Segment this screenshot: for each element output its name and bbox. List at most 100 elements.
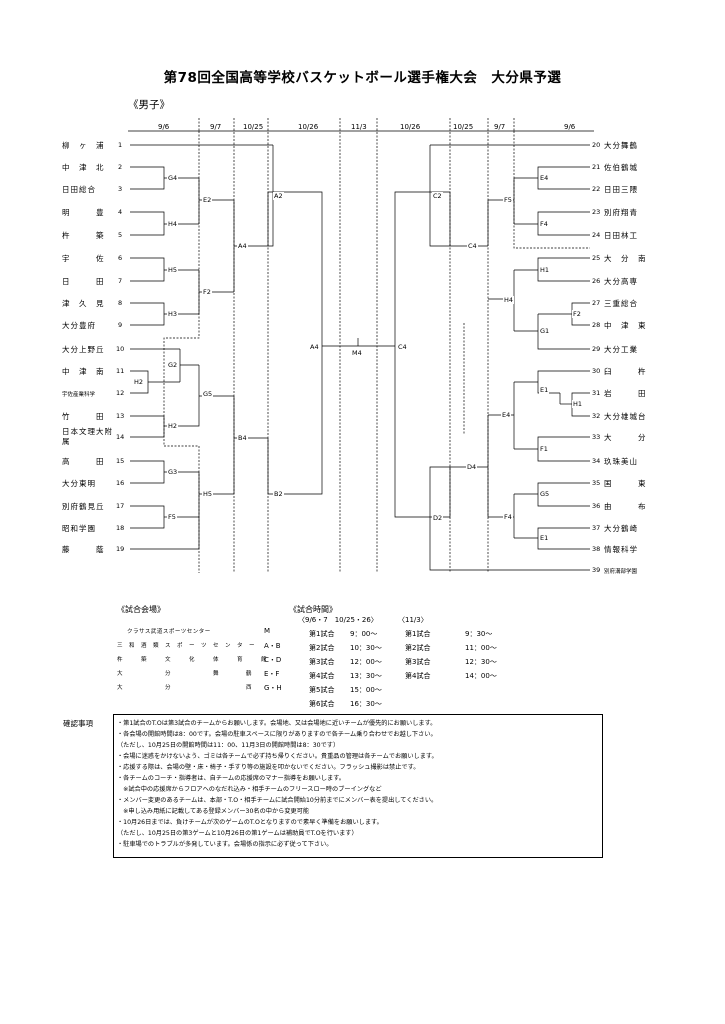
- seed-number: 24: [592, 231, 601, 239]
- team-name: 宇佐産業科学: [62, 392, 96, 398]
- session-time: 10：30～: [350, 644, 382, 652]
- game-code: F4: [503, 513, 513, 521]
- seed-number: 34: [592, 457, 601, 465]
- venue-name: クラサス武道スポーツセンター: [127, 629, 211, 635]
- game-code: B4: [237, 434, 248, 442]
- times-header: 〈11/3〉: [398, 616, 428, 624]
- game-code: H5: [202, 490, 214, 498]
- game-code: H2: [133, 378, 145, 386]
- date-header: 9/7: [210, 123, 222, 131]
- session-time: 16：30～: [350, 700, 382, 708]
- seed-number: 27: [592, 299, 601, 307]
- game-code: E1: [539, 386, 550, 394]
- game-code: E4: [501, 411, 512, 419]
- seed-number: 33: [592, 433, 601, 441]
- seed-number: 17: [116, 502, 125, 510]
- session-time: 12：00～: [350, 658, 382, 666]
- team-name: 大分高専: [604, 277, 638, 286]
- date-header: 9/6: [564, 123, 576, 131]
- seed-number: 6: [118, 254, 123, 262]
- session-label: 第1試合: [405, 630, 431, 638]
- venue-name: 杵 築 文 化 体 育 館: [117, 657, 268, 663]
- seed-number: 30: [592, 367, 601, 375]
- game-code: M4: [351, 349, 363, 357]
- game-code: A4: [309, 343, 320, 351]
- session-time: 9：00～: [350, 630, 378, 638]
- note-line: ・メンバー変更のあるチームは、本部・T.O・相手チームに試合開始10分前までにメ…: [117, 797, 438, 804]
- team-name: 大分舞鶴: [604, 141, 638, 150]
- team-name: 中 津 北: [62, 163, 105, 172]
- seed-number: 22: [592, 185, 601, 193]
- game-code: F1: [539, 445, 549, 453]
- game-code: G4: [167, 174, 179, 182]
- team-name: 中 津 東: [604, 321, 647, 330]
- game-code: G5: [202, 390, 214, 398]
- team-name: 大分工業: [604, 345, 638, 354]
- date-header: 11/3: [351, 123, 367, 131]
- seed-number: 10: [116, 345, 125, 353]
- team-name: 日田三隈: [604, 185, 638, 194]
- seed-number: 31: [592, 389, 601, 397]
- session-time: 9：30～: [465, 630, 493, 638]
- seed-number: 4: [118, 208, 123, 216]
- seed-number: 11: [116, 367, 125, 375]
- date-header: 10/25: [243, 123, 264, 131]
- date-header: 9/7: [494, 123, 506, 131]
- venue-code: M: [264, 627, 271, 635]
- seed-number: 7: [118, 277, 123, 285]
- team-name: 昭和学園: [62, 524, 96, 533]
- team-name: 別府翔青: [604, 208, 638, 217]
- session-time: 15：00～: [350, 686, 382, 694]
- venue-name: 大 分: [117, 685, 172, 691]
- date-header: 10/26: [400, 123, 421, 131]
- session-label: 第4試合: [309, 672, 335, 680]
- game-code: H4: [503, 296, 515, 304]
- times-header: 〈9/6・7 10/25・26〉: [298, 616, 378, 624]
- note-line: ・各チームのコーチ・指導者は、自チームの応援席のマナー指導をお願いします。: [117, 775, 345, 782]
- seed-number: 28: [592, 321, 601, 329]
- game-code: G3: [167, 468, 179, 476]
- note-line: ・駐車場でのトラブルが多発しています。会場係の指示に必ず従って下さい。: [117, 841, 333, 848]
- team-name: 大分鶴崎: [604, 524, 638, 533]
- team-name: 三重総合: [604, 299, 638, 308]
- game-code: C4: [467, 242, 478, 250]
- team-name: 佐伯鶴城: [604, 163, 638, 172]
- game-code: F2: [202, 288, 212, 296]
- team-name: 別府鶴見丘: [62, 502, 105, 511]
- team-name: 津 久 見: [62, 299, 105, 308]
- session-label: 第3試合: [405, 658, 431, 666]
- seed-number: 36: [592, 502, 601, 510]
- team-name: 明 豊: [62, 208, 105, 217]
- times-title: 《試合時間》: [289, 605, 337, 614]
- game-code: E1: [539, 534, 550, 542]
- team-name: 高 田: [62, 457, 105, 466]
- seed-number: 13: [116, 412, 125, 420]
- team-name: 別府溝部学園: [604, 569, 638, 575]
- game-code: D2: [432, 514, 444, 522]
- team-name: 柳 ヶ 浦: [62, 141, 105, 150]
- seed-number: 8: [118, 299, 123, 307]
- game-code: G1: [539, 327, 551, 335]
- session-label: 第3試合: [309, 658, 335, 666]
- session-label: 第2試合: [309, 644, 335, 652]
- game-code: E2: [202, 196, 213, 204]
- seed-number: 35: [592, 479, 601, 487]
- section-subtitle: 《男子》: [128, 99, 170, 111]
- venue-code: E・F: [264, 670, 280, 678]
- note-line: ・応援する際は、会場の壁・床・椅子・手すり等の施設を叩かないでください。フラッシ…: [117, 764, 420, 771]
- seed-number: 1: [118, 141, 123, 149]
- game-code: A4: [237, 242, 248, 250]
- team-name: 大分上野丘: [62, 345, 105, 354]
- note-line: ・各会場の開館時間は8：00です。会場の駐車スペースに限りがありますので各チーム…: [117, 731, 437, 738]
- seed-number: 15: [116, 457, 125, 465]
- seed-number: 39: [592, 566, 601, 574]
- seed-number: 21: [592, 163, 601, 171]
- seed-number: 5: [118, 231, 123, 239]
- note-line: ※申し込み用紙に記載してある登録メンバー30名の中から変更可能: [117, 808, 310, 815]
- seed-number: 25: [592, 254, 601, 262]
- game-code: F5: [167, 513, 177, 521]
- team-name: 岩 田: [604, 389, 647, 398]
- team-name: 大 分: [604, 433, 647, 442]
- seed-number: 3: [118, 185, 123, 193]
- session-label: 第4試合: [405, 672, 431, 680]
